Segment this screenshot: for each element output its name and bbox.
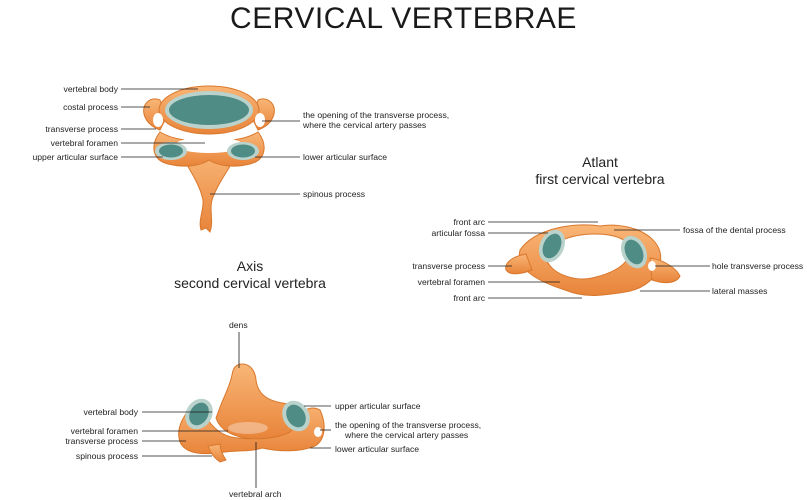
- atlas-label-lateral-masses: lateral masses: [712, 286, 768, 296]
- axis-title-line1: Axis: [236, 258, 264, 274]
- label-upper-articular-surface: upper articular surface: [32, 152, 118, 162]
- label-transverse-process: transverse process: [45, 124, 118, 134]
- page-title: CERVICAL VERTEBRAE: [230, 2, 577, 35]
- atlas-label-transverse-process: transverse process: [412, 261, 485, 271]
- typical-articular-surface-left-inner: [159, 144, 183, 158]
- axis-label-vertebral-body: vertebral body: [83, 407, 138, 417]
- typical-leader-lines: [121, 88, 300, 195]
- axis-label-opening-line1: the opening of the transverse process,: [335, 420, 482, 430]
- atlas-label-vertebral-foramen: vertebral foramen: [417, 277, 485, 287]
- atlas-illustration: [505, 224, 681, 296]
- label-vertebral-body: vertebral body: [63, 84, 118, 94]
- axis-foramen: [228, 422, 268, 434]
- atlas-hole-transverse: [648, 261, 656, 271]
- atlas-articular-fossa-left-inner: [542, 233, 562, 259]
- typical-transverse-opening-right: [255, 113, 265, 127]
- typical-transverse-opening-left: [153, 113, 163, 127]
- label-spinous-process: spinous process: [303, 189, 366, 199]
- label-transverse-opening-line2: where the cervical artery passes: [303, 120, 427, 130]
- atlas-label-front-arc-top: front arc: [453, 217, 485, 227]
- axis-label-vertebral-foramen: vertebral foramen: [70, 426, 138, 436]
- axis-label-transverse-process: transverse process: [65, 436, 138, 446]
- atlas-title-line2: first cervical vertebra: [535, 171, 665, 187]
- axis-label-spinous-process: spinous process: [75, 451, 138, 461]
- axis-transverse-opening: [314, 427, 322, 437]
- axis-label-upper-articular-surface: upper articular surface: [335, 401, 421, 411]
- typical-body-cartilage: [169, 95, 249, 125]
- typical-vertebral-foramen: [175, 137, 243, 153]
- axis-upper-articular-right-inner: [286, 404, 306, 428]
- atlas-transverse-process-left: [505, 253, 533, 275]
- label-lower-articular-surface: lower articular surface: [303, 152, 388, 162]
- axis-label-opening-line2: where the cervical artery passes: [345, 430, 469, 440]
- atlas-label-fossa-dental: fossa of the dental process: [683, 225, 786, 235]
- label-vertebral-foramen: vertebral foramen: [50, 138, 118, 148]
- atlas-title-line1: Atlant: [582, 154, 618, 170]
- atlas-label-hole-transverse: hole transverse process: [712, 261, 804, 271]
- typical-vertebra-illustration: [143, 85, 275, 233]
- axis-leader-lines: [142, 332, 331, 488]
- atlas-leader-lines: [488, 221, 710, 299]
- axis-title: Axis second cervical vertebra: [160, 258, 340, 292]
- atlas-transverse-process-right: [649, 257, 681, 284]
- axis-body-dens: [215, 363, 298, 440]
- axis-label-lower-articular-surface: lower articular surface: [335, 444, 420, 454]
- axis-illustration: [178, 363, 325, 463]
- atlas-label-articular-fossa: articular fossa: [431, 228, 486, 238]
- atlas-title: Atlant first cervical vertebra: [520, 154, 680, 188]
- axis-spinous-process: [207, 443, 227, 463]
- label-transverse-opening-line1: the opening of the transverse process,: [303, 110, 450, 120]
- typical-spinous-process: [177, 149, 241, 233]
- axis-label-vertebral-arch: vertebral arch: [229, 489, 282, 499]
- axis-upper-articular-left-inner: [189, 402, 209, 426]
- axis-label-dens: dens: [229, 320, 248, 330]
- axis-arch: [178, 399, 325, 455]
- axis-title-line2: second cervical vertebra: [174, 275, 326, 291]
- atlas-label-front-arc-bottom: front arc: [453, 293, 485, 303]
- atlas-articular-fossa-right-inner: [624, 239, 644, 265]
- typical-articular-surface-right-inner: [231, 144, 255, 158]
- label-costal-process: costal process: [63, 102, 118, 112]
